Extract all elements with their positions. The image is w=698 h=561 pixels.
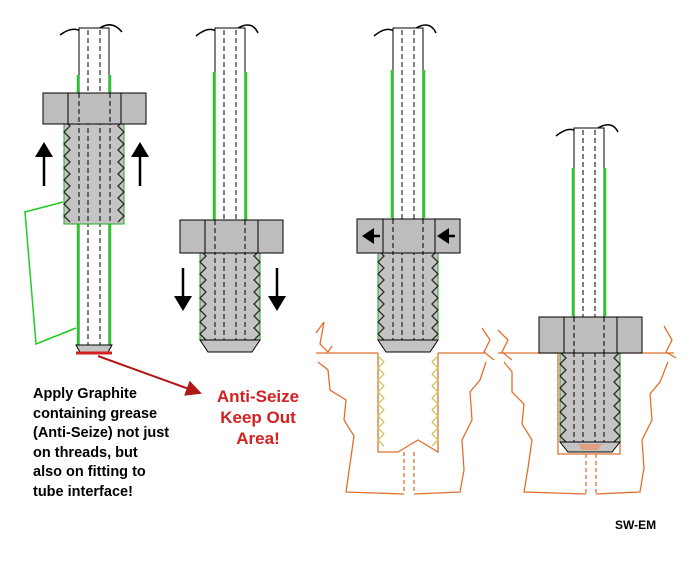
- note-line: also on fitting to: [33, 464, 146, 480]
- thread-right: [253, 249, 261, 341]
- port-thread-left: [377, 355, 385, 447]
- note-line: (Anti-Seize) not just: [33, 425, 170, 441]
- threaded-body: [63, 119, 125, 225]
- threaded-body: [377, 249, 439, 353]
- arrow-left-2: [437, 228, 455, 244]
- threaded-body: [199, 249, 261, 353]
- author-credit: SW-EM: [615, 518, 657, 532]
- thread-right: [431, 249, 439, 341]
- thread-left: [199, 249, 207, 341]
- step-4-installed-in-port: [497, 124, 677, 495]
- grease-callout-bracket: [24, 201, 77, 346]
- port-thread-right: [431, 355, 439, 447]
- arrow-up-right: [131, 142, 149, 186]
- keep-out-line: Keep Out: [220, 408, 296, 427]
- ferrule: [199, 339, 261, 353]
- ferrule: [377, 339, 439, 353]
- step-2-nut-slides-down: [174, 24, 286, 353]
- thread-left: [63, 119, 71, 223]
- seat-mark: [578, 444, 602, 450]
- note-line: on threads, but: [33, 444, 138, 461]
- tube: [571, 127, 607, 321]
- step-3-nut-on-fitting: [315, 24, 495, 495]
- thread-left: [559, 351, 567, 443]
- arrow-up-left: [35, 142, 53, 186]
- arrow-down-left: [174, 268, 192, 311]
- thread-left: [377, 249, 385, 341]
- grease-instruction-text: Apply Graphite containing grease (Anti-S…: [33, 385, 233, 502]
- hex-nut: [179, 219, 284, 254]
- tube: [212, 27, 248, 254]
- arrow-down-right: [268, 268, 286, 311]
- note-line: containing grease: [33, 405, 158, 422]
- step-1-grease-applied: [24, 24, 202, 396]
- hex-nut: [538, 316, 643, 354]
- arrow-left-1: [362, 228, 380, 244]
- keep-out-line: Anti-Seize: [216, 387, 300, 406]
- keep-out-label: Anti-Seize Keep Out Area!: [198, 386, 318, 449]
- thread-right: [117, 119, 125, 223]
- keep-out-leader: [97, 355, 202, 396]
- threaded-port: [315, 321, 495, 495]
- threaded-body: [558, 351, 622, 453]
- note-line: tube interface!: [33, 483, 133, 500]
- keep-out-line: Area!: [236, 429, 280, 448]
- thread-right: [613, 351, 621, 443]
- note-line: Apply Graphite: [33, 386, 137, 402]
- hex-nut: [42, 92, 147, 125]
